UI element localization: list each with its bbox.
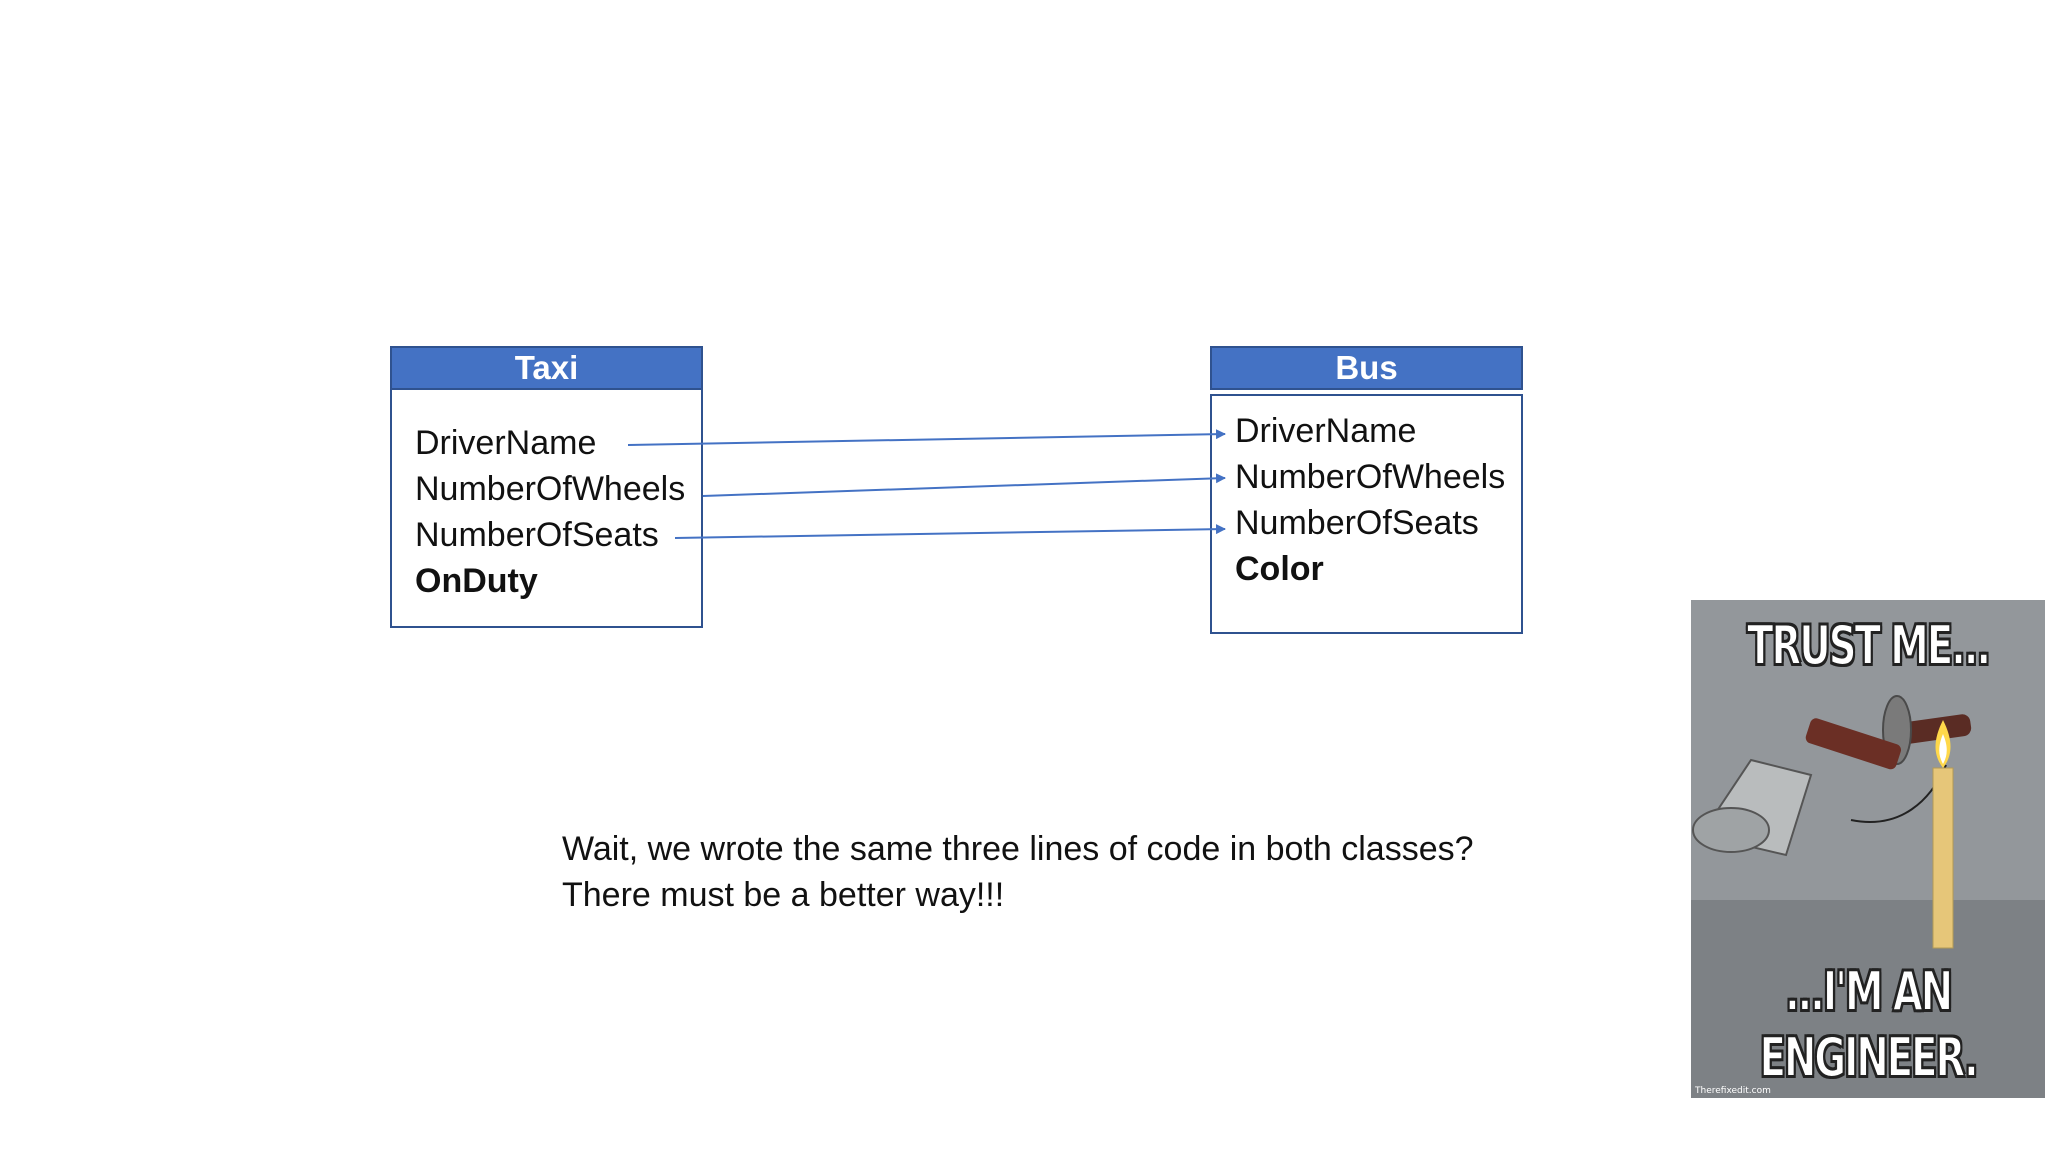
caption-line-1: Wait, we wrote the same three lines of c… <box>562 830 1474 868</box>
arrow-number-of-wheels <box>702 473 1226 497</box>
meme-bottom-text-2: ENGINEER. <box>1759 1025 1980 1090</box>
meme-credit: Therefixedit.com <box>1695 1086 1771 1096</box>
bus-field-number-of-wheels: NumberOfWheels <box>1235 458 1506 496</box>
bus-class-header: Bus <box>1210 346 1523 390</box>
meme-bottom-text-1: ...I'M AN <box>1784 959 1954 1024</box>
caption-line-2: There must be a better way!!! <box>562 876 1005 914</box>
engineer-meme-image: TRUST ME... ...I'M AN ENGINEER. Therefix… <box>1691 600 2045 1098</box>
caption-text: Wait, we wrote the same three lines of c… <box>562 826 1474 918</box>
taxi-field-driver-name: DriverName <box>415 424 597 462</box>
meme-top-text: TRUST ME... <box>1746 613 1991 678</box>
shower-head-candle-icon <box>1691 600 2045 1098</box>
taxi-class-body: DriverName NumberOfWheels NumberOfSeats … <box>390 388 703 628</box>
bus-field-number-of-seats: NumberOfSeats <box>1235 504 1479 542</box>
taxi-class-header: Taxi <box>390 346 703 390</box>
bus-class-body: DriverName NumberOfWheels NumberOfSeats … <box>1210 394 1523 634</box>
arrow-driver-name <box>627 429 1226 446</box>
taxi-class-title: Taxi <box>514 349 579 386</box>
bus-field-color: Color <box>1235 550 1324 588</box>
taxi-field-on-duty: OnDuty <box>415 562 538 600</box>
arrow-number-of-seats <box>674 524 1226 539</box>
bus-field-driver-name: DriverName <box>1235 412 1417 450</box>
bus-class-title: Bus <box>1335 349 1398 386</box>
taxi-field-number-of-wheels: NumberOfWheels <box>415 470 686 508</box>
taxi-field-number-of-seats: NumberOfSeats <box>415 516 659 554</box>
